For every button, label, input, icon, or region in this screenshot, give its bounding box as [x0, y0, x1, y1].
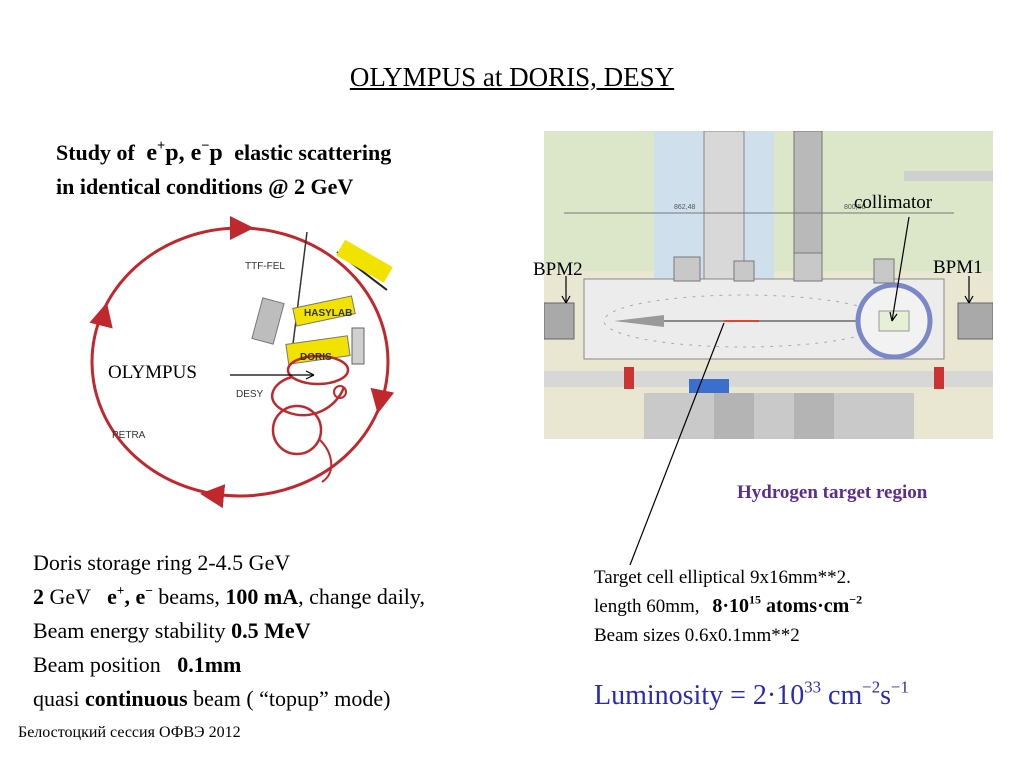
- doris-parameters: Doris storage ring 2-4.5 GeV 2 GeV e+, e…: [33, 546, 425, 716]
- target-region-drawing: 862,48 800,56: [544, 131, 993, 439]
- hasylab-label: HASYLAB: [304, 308, 352, 319]
- desy-ring: [271, 404, 323, 456]
- petra-label: PETRA: [112, 430, 146, 441]
- collimator-label: collimator: [854, 192, 933, 213]
- footer-session: Белостоцкий сессия ОФВЭ 2012: [18, 724, 241, 741]
- target-line-2: length 60mm, 8·1015 atoms·cm−2: [594, 592, 863, 617]
- hydrogen-target-region-label: Hydrogen target region: [737, 482, 928, 503]
- param-line-2: 2 GeV e+, e− beams, 100 mA, change daily…: [33, 582, 425, 609]
- param-line-3: Beam energy stability 0.5 MeV: [33, 618, 311, 643]
- desy-label: DESY: [236, 389, 264, 400]
- luminosity-formula: Luminosity = 2·1033 cm−2s−1: [594, 677, 909, 711]
- param-line-5: quasi continuous beam ( “topup” mode): [33, 686, 391, 711]
- doris-ring: [286, 354, 350, 386]
- areal-density-formula: 8·1015 atoms·cm−2: [712, 592, 863, 617]
- param-line-4: Beam position 0.1mm: [33, 652, 242, 677]
- desy-ring-map: TTF-FEL HASYLAB DORIS DESY PETRA: [89, 216, 395, 509]
- svg-text:800,56: 800,56: [844, 204, 866, 211]
- target-cell-description: Target cell elliptical 9x16mm**2. length…: [594, 563, 862, 650]
- study-line-1: Study of e+p, e−p elastic scattering: [56, 137, 392, 166]
- svg-text:862,48: 862,48: [674, 204, 696, 211]
- olympus-label: OLYMPUS: [108, 362, 197, 383]
- positron-electron-formula: e+p, e−p: [140, 137, 229, 166]
- param-line-1: Doris storage ring 2-4.5 GeV: [33, 550, 291, 575]
- target-line-3: Beam sizes 0.6x0.1mm**2: [594, 625, 800, 646]
- bpm1-label: BPM1: [933, 257, 983, 278]
- study-heading: Study of e+p, e−p elastic scattering in …: [56, 136, 391, 204]
- doris-label: DORIS: [300, 352, 332, 363]
- bpm2-label: BPM2: [533, 259, 583, 280]
- target-pointer-line: [629, 322, 725, 566]
- beam-particles-formula: e+, e−: [96, 582, 153, 609]
- target-line-1: Target cell elliptical 9x16mm**2.: [594, 567, 851, 588]
- ttf-fel-label: TTF-FEL: [245, 261, 285, 272]
- slide-title: OLYMPUS at DORIS, DESY: [349, 62, 675, 92]
- study-line-2: in identical conditions @ 2 GeV: [56, 174, 354, 199]
